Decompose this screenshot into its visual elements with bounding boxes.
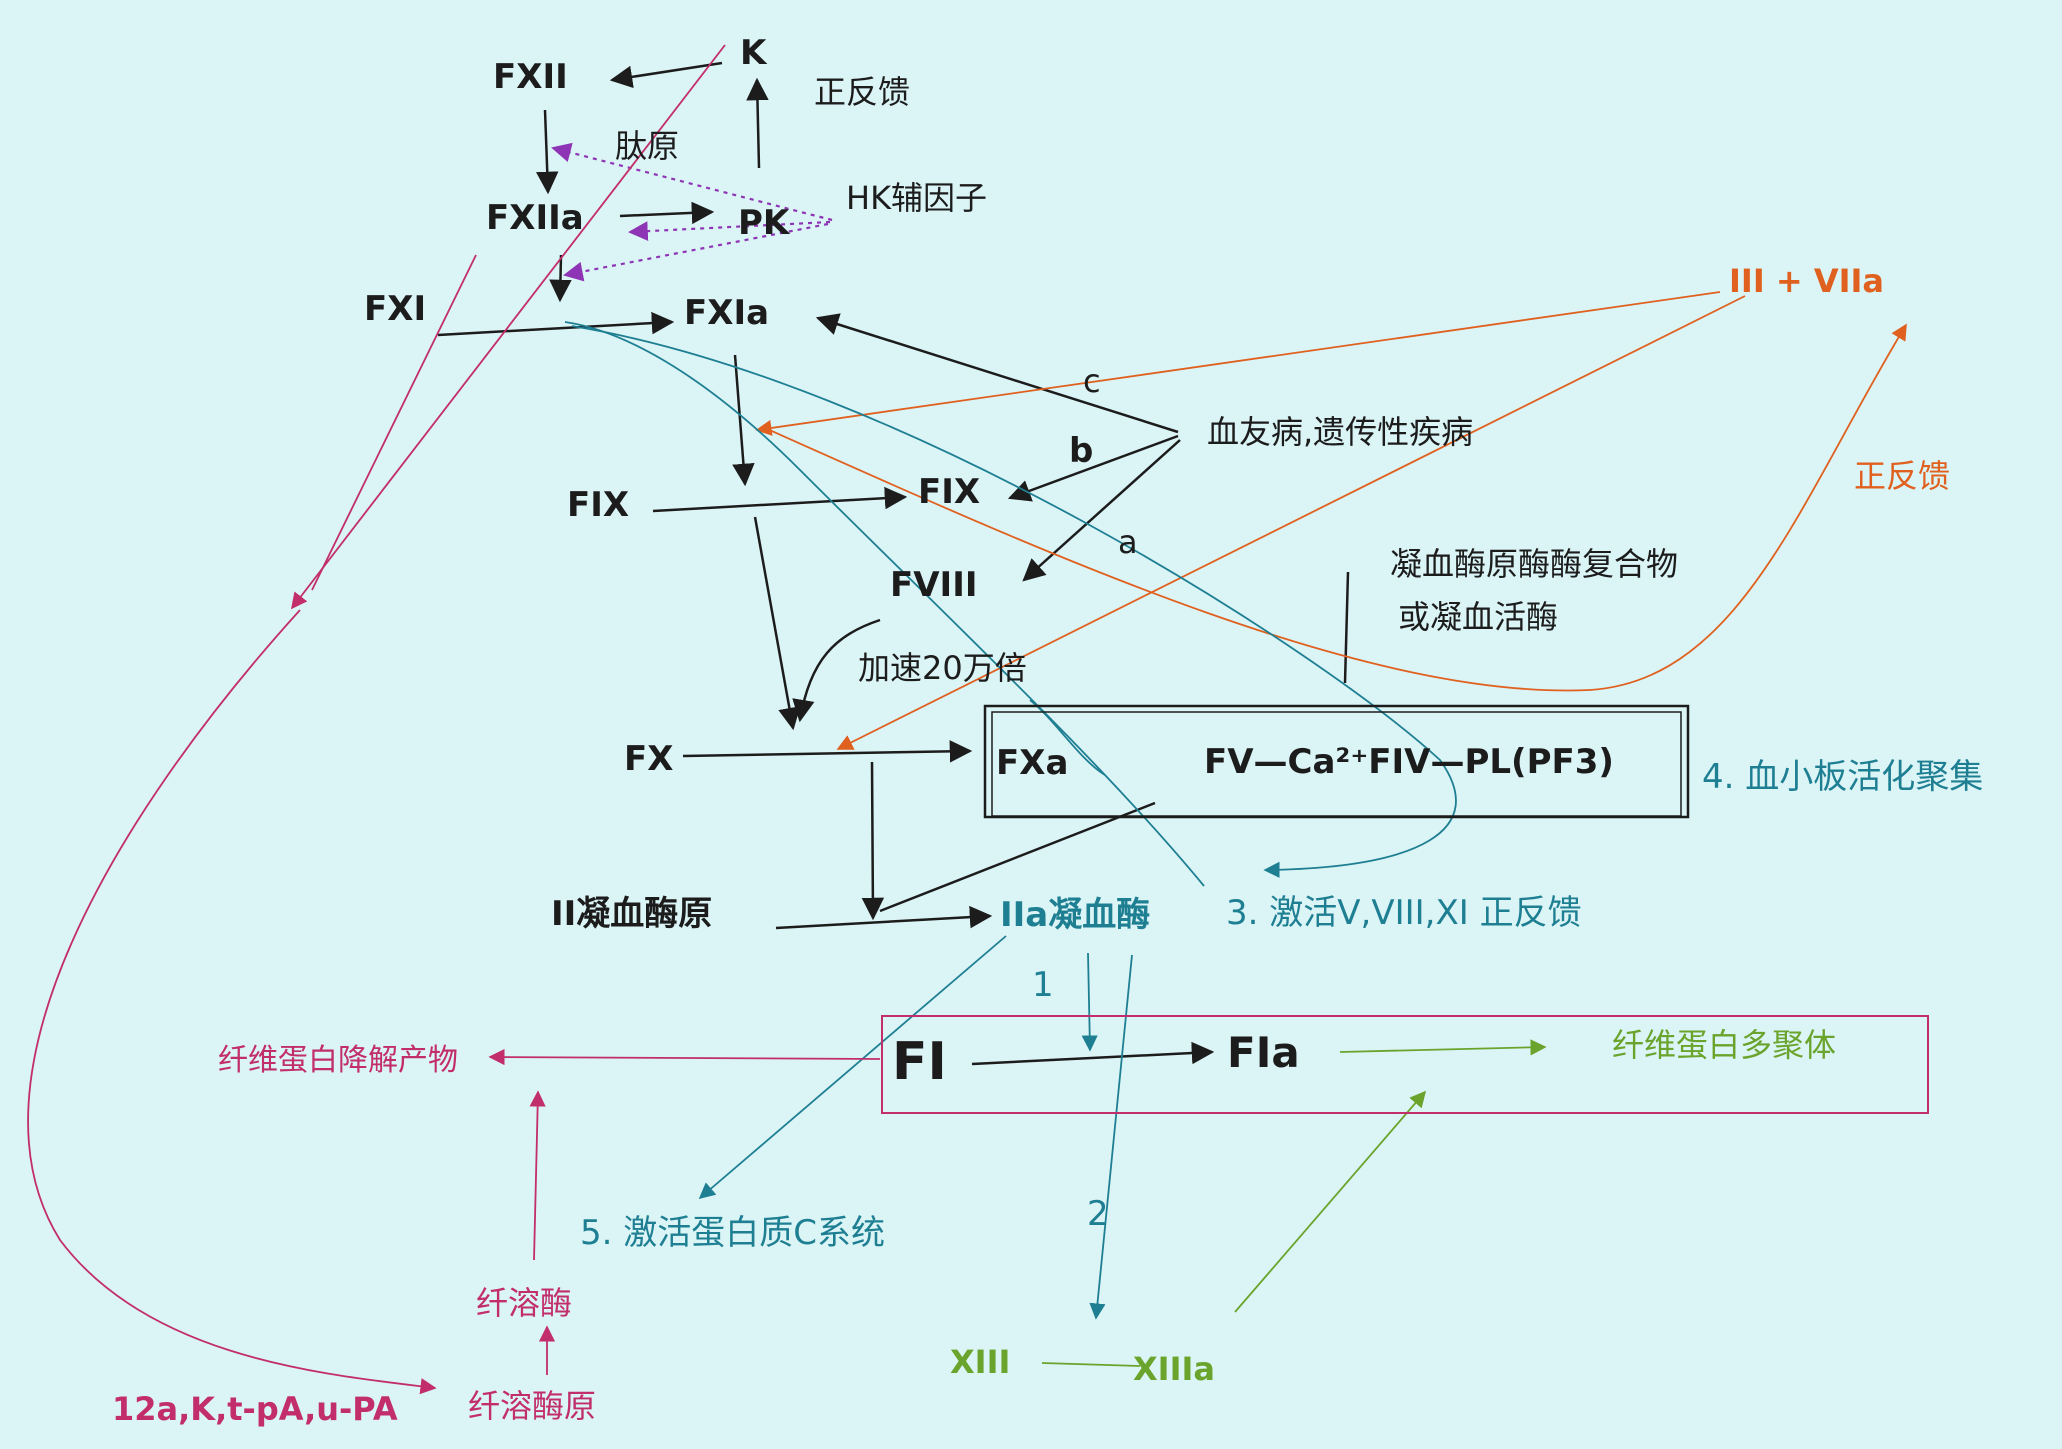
label-positive-feedback-orange: 正反馈	[1854, 457, 1951, 495]
arrow-hemophilia-b	[1007, 434, 1179, 502]
label-prothrombinase-1: 凝血酶原酶酶复合物	[1390, 545, 1679, 583]
fibrinogen-box	[881, 1015, 1929, 1114]
arrow-hk-to-fxii	[551, 142, 833, 222]
arrow-hemophilia-a	[1022, 439, 1181, 582]
label-k: K	[740, 33, 767, 73]
label-fx: FX	[624, 739, 674, 779]
arrow-fxiia-to-fxi	[549, 254, 572, 303]
pointer-prothrombinase	[1343, 571, 1350, 684]
label-positive-feedback-top: 正反馈	[814, 73, 911, 111]
arrow-fi-to-fia	[971, 1041, 1215, 1066]
arrow-feedback-to-complex	[571, 325, 1457, 878]
label-b: b	[1069, 431, 1094, 471]
label-fix-left: FIX	[567, 485, 630, 525]
arrow-iii-viia-to-fix	[755, 291, 1721, 436]
label-fdp: 纤维蛋白降解产物	[218, 1043, 458, 1078]
label-fxi: FXI	[364, 289, 427, 329]
label-fxia: FXIa	[684, 293, 770, 333]
label-fxa: FXa	[996, 743, 1069, 783]
arrow-k-to-fxii	[609, 61, 723, 89]
label-c: c	[1083, 362, 1101, 400]
label-fibrin-polymer: 纤维蛋白多聚体	[1612, 1026, 1837, 1064]
line-xiii-to-xiiia	[1041, 1362, 1141, 1367]
label-fix-right: FIX	[918, 472, 981, 512]
arrow-positive-feedback-orange	[764, 323, 1907, 692]
arrow-fxia-to-fix-path	[732, 354, 755, 487]
label-fxii: FXII	[493, 57, 568, 97]
label-pk: PK	[738, 203, 790, 243]
arrow-fi-to-fdp	[488, 1048, 881, 1066]
label-kininogen: 肽原	[615, 127, 680, 165]
label-hk-cofactor: HK辅因子	[846, 179, 988, 217]
arrow-activators-curve	[27, 609, 437, 1395]
label-hemophilia: 血友病,遗传性疾病	[1207, 413, 1474, 451]
label-a: a	[1118, 523, 1138, 561]
arrow-complex-to-iia	[879, 801, 1156, 913]
arrow-fia-to-polymer	[1339, 1039, 1547, 1056]
label-xiiia: XIIIa	[1133, 1350, 1215, 1388]
arrow-fxi-to-fxia	[437, 311, 675, 337]
arrow-fxiia-to-pk	[619, 201, 715, 225]
arrow-plasmin-to-fdp	[529, 1090, 546, 1261]
label-complex: FV—Ca²⁺FIV—PL(PF3)	[1204, 742, 1614, 782]
arrow-prothrombin-to-thrombin	[775, 905, 993, 930]
arrow-iii-viia-to-fx	[836, 295, 1746, 750]
arrow-fix-to-fx-path	[753, 516, 801, 731]
arrow-pk-to-k	[746, 77, 769, 169]
label-platelet: 4. 血小板活化聚集	[1702, 757, 1984, 797]
line-fxi-magenta	[311, 254, 477, 591]
arrow-fviii-accelerate	[792, 618, 881, 723]
label-one: 1	[1032, 965, 1054, 1005]
arrow-fxiia-to-fibrinolysis	[291, 44, 726, 610]
label-prothrombinase-2: 或凝血活酶	[1398, 598, 1559, 636]
label-activate-feedback: 3. 激活V,VIII,XI 正反馈	[1226, 893, 1582, 933]
line-feedback-to-fxi	[564, 321, 1205, 887]
prothrombinase-box-inner	[991, 711, 1682, 817]
arrow-thrombin-to-protein-c	[698, 935, 1007, 1200]
arrow-fix-to-fix	[652, 486, 908, 513]
prothrombinase-box	[983, 704, 1690, 819]
label-fi: FI	[892, 1032, 947, 1092]
label-fxiia: FXIIa	[486, 198, 584, 238]
arrow-xiiia-to-fia	[1234, 1090, 1427, 1313]
label-two: 2	[1087, 1194, 1109, 1234]
label-activators: 12a,K,t-pA,u-PA	[112, 1390, 398, 1428]
arrow-hk-to-fxiia	[628, 220, 831, 241]
arrow-thrombin-to-xiiia	[1089, 954, 1133, 1320]
label-plasmin: 纤溶酶	[476, 1284, 573, 1322]
arrow-hemophilia-c	[815, 313, 1179, 434]
label-thrombin: IIa凝血酶	[1000, 895, 1151, 935]
arrow-thrombin-to-fi	[1081, 952, 1098, 1052]
label-prothrombin: II凝血酶原	[551, 894, 713, 934]
label-protein-c: 5. 激活蛋白质C系统	[580, 1213, 885, 1253]
arrow-fxii-to-fxiia	[536, 109, 559, 195]
label-fviii: FVIII	[890, 565, 978, 605]
arrow-fx-to-fxa	[682, 740, 973, 763]
label-iii-viia: III + VIIa	[1729, 262, 1884, 300]
arrow-fxa-down	[861, 761, 885, 921]
label-xiii: XIII	[950, 1343, 1011, 1381]
label-plasminogen: 纤溶酶原	[468, 1387, 597, 1425]
label-accelerate: 加速20万倍	[858, 649, 1027, 687]
label-fia: FIa	[1227, 1028, 1300, 1077]
